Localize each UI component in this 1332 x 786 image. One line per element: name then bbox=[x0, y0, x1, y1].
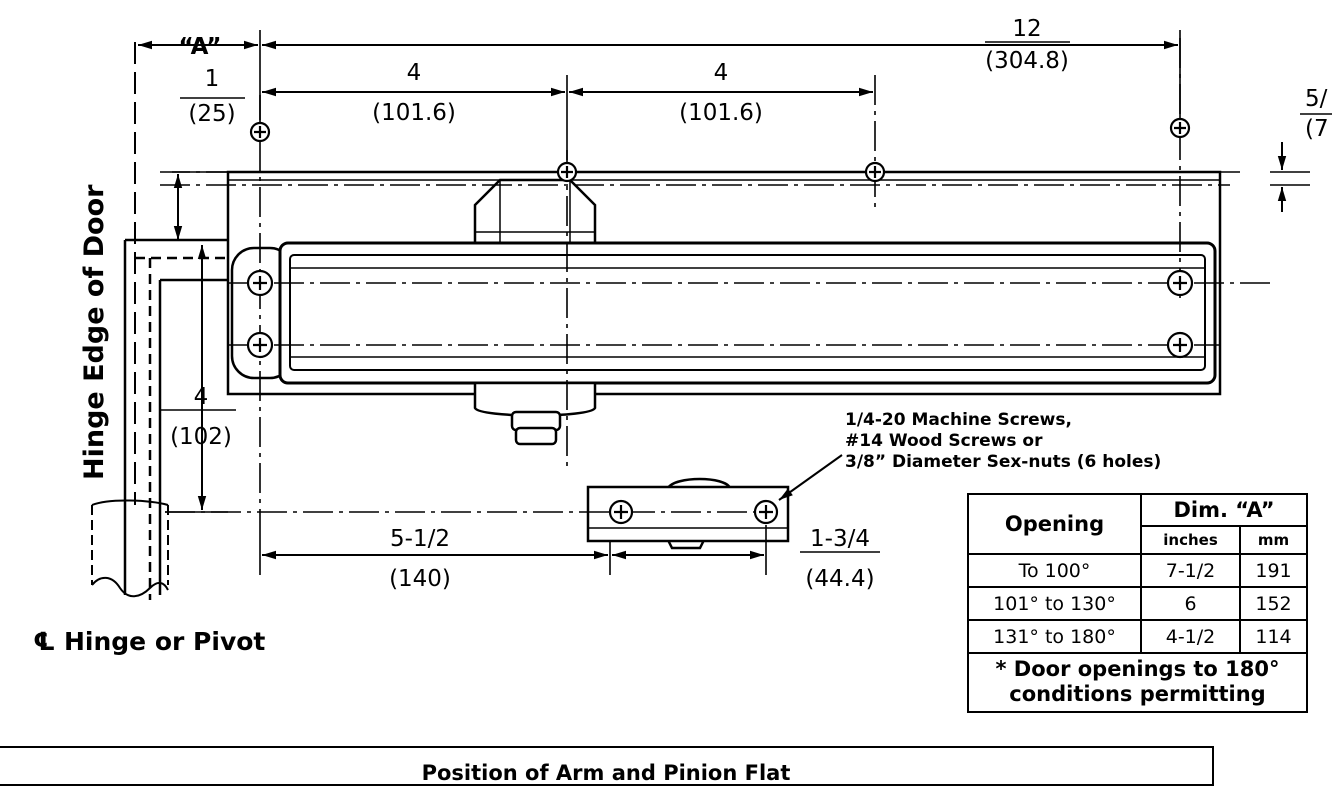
dimension-bracket-holes-mm: (44.4) bbox=[805, 566, 874, 592]
extension-lines bbox=[165, 30, 1310, 575]
dimension-left-spacing-mm: (101.6) bbox=[372, 100, 456, 126]
dimension-right-spacing-inches: 4 bbox=[714, 60, 729, 86]
table-cell-opening: To 100° bbox=[967, 553, 1142, 588]
screw-hole bbox=[246, 117, 1194, 525]
closer-body bbox=[230, 241, 1217, 385]
dimension-overall-inches: 12 bbox=[1012, 16, 1041, 42]
table-cell-opening: 131° to 180° bbox=[967, 619, 1142, 654]
door-hinge-edge-outline bbox=[91, 42, 228, 600]
screws-note-line-1: 1/4-20 Machine Screws, bbox=[845, 410, 1072, 430]
dimension-right-spacing-mm: (101.6) bbox=[679, 100, 763, 126]
table-cell-mm: 191 bbox=[1239, 553, 1308, 588]
dimension-vertical-inches: 4 bbox=[194, 384, 209, 410]
screws-note-line-2: #14 Wood Screws or bbox=[845, 431, 1043, 451]
dimension-a-table: Opening Dim. “A” inches mm To 100° 7-1/2… bbox=[967, 493, 1308, 713]
dimension-a-label: “A” bbox=[179, 34, 222, 60]
dimension-bracket-holes-inches: 1-3/4 bbox=[810, 526, 870, 552]
pinion-housing bbox=[473, 178, 597, 247]
table-cell-inches: 4-1/2 bbox=[1140, 619, 1241, 654]
table-cell-inches: 7-1/2 bbox=[1140, 553, 1241, 588]
table-cell-opening: 101° to 130° bbox=[967, 586, 1142, 621]
centerline-symbol: ℄ bbox=[33, 627, 55, 656]
dimension-top-offset-inches: 1 bbox=[205, 66, 220, 92]
table-footnote-line-2: conditions permitting bbox=[1009, 682, 1266, 706]
dimension-overall-mm: (304.8) bbox=[985, 48, 1069, 74]
table-cell-mm: 114 bbox=[1239, 619, 1308, 654]
table-cell-mm: 152 bbox=[1239, 586, 1308, 621]
dimension-vertical-mm: (102) bbox=[170, 424, 232, 450]
hinge-edge-label: Hinge Edge of Door bbox=[79, 184, 110, 480]
dimension-top-offset-mm: (25) bbox=[188, 101, 235, 127]
arm-pinion-panel: Position of Arm and Pinion Flat bbox=[0, 746, 1214, 786]
arm-pinion-panel-title: Position of Arm and Pinion Flat bbox=[421, 761, 791, 785]
table-cell-inches: 6 bbox=[1140, 586, 1241, 621]
table-row: 101° to 130° 6 152 bbox=[967, 586, 1308, 621]
dimension-right-offset-mm: (7 bbox=[1305, 116, 1329, 142]
dimension-lines bbox=[138, 40, 1287, 560]
screws-note-line-3: 3/8” Diameter Sex-nuts (6 holes) bbox=[845, 452, 1161, 472]
dimension-bracket-mm: (140) bbox=[389, 566, 451, 592]
dimension-right-offset-inches: 5/ bbox=[1305, 86, 1328, 112]
table-footnote-line-1: * Door openings to 180° bbox=[995, 657, 1280, 681]
center-lines bbox=[160, 38, 1270, 520]
door-closer-dimension-drawing: “A” 12 (304.8) 4 (101.6) 4 (101.6) 1 (25… bbox=[33, 16, 1332, 656]
pinion-bottom bbox=[473, 381, 597, 446]
table-footnote: * Door openings to 180° conditions permi… bbox=[967, 652, 1308, 713]
dimension-bracket-inches: 5-1/2 bbox=[390, 526, 450, 552]
table-header-inches: inches bbox=[1140, 525, 1241, 555]
table-header-mm: mm bbox=[1239, 525, 1308, 555]
centerline-label: Hinge or Pivot bbox=[64, 627, 265, 656]
table-header-dim-a: Dim. “A” bbox=[1140, 493, 1308, 527]
table-row: To 100° 7-1/2 191 bbox=[967, 553, 1308, 588]
dimension-left-spacing-inches: 4 bbox=[407, 60, 422, 86]
table-header-opening: Opening bbox=[967, 493, 1142, 555]
table-row: 131° to 180° 4-1/2 114 bbox=[967, 619, 1308, 654]
